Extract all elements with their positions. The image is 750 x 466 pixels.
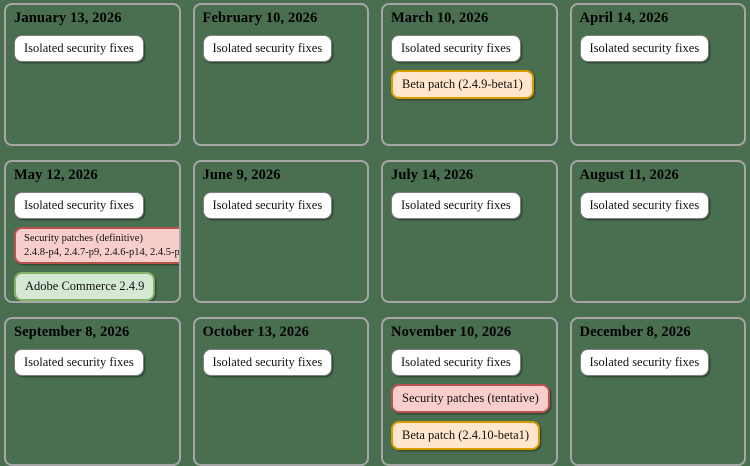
month-title: July 14, 2026 [391, 167, 474, 183]
badge-isolated-security-fixes: Isolated security fixes [391, 192, 521, 219]
badge-isolated-security-fixes: Isolated security fixes [202, 35, 333, 62]
badge-label: Adobe Commerce 2.4.9 [25, 279, 145, 293]
badge-isolated-security-fixes: Isolated security fixes [202, 192, 333, 219]
month-card-september: September 8, 2026 Isolated security fixe… [4, 317, 181, 466]
badge-security-patches-definitive: Security patches (definitive) 2.4.8-p4, … [14, 227, 181, 264]
badge-isolated-security-fixes: Isolated security fixes [202, 349, 333, 376]
badge-label: Isolated security fixes [212, 198, 323, 212]
month-title: March 10, 2026 [391, 10, 489, 26]
month-title: February 10, 2026 [202, 10, 318, 26]
badge-label: Isolated security fixes [401, 198, 511, 212]
badge-label: Isolated security fixes [589, 198, 700, 212]
month-title: September 8, 2026 [14, 324, 130, 340]
badge-label: Isolated security fixes [401, 41, 511, 55]
badge-beta-patch: Beta patch (2.4.9-beta1) [391, 70, 534, 99]
badge-adobe-commerce-release: Adobe Commerce 2.4.9 [14, 272, 156, 301]
badge-isolated-security-fixes: Isolated security fixes [14, 35, 144, 62]
month-card-may: May 12, 2026 Isolated security fixes Sec… [4, 160, 181, 303]
month-title: December 8, 2026 [579, 324, 691, 340]
badge-label: Isolated security fixes [212, 355, 323, 369]
month-card-april: April 14, 2026 Isolated security fixes [569, 3, 746, 146]
badge-isolated-security-fixes: Isolated security fixes [14, 192, 144, 219]
badge-label: Isolated security fixes [401, 355, 511, 369]
month-title: June 9, 2026 [202, 167, 281, 183]
month-title: November 10, 2026 [391, 324, 512, 340]
month-card-august: August 11, 2026 Isolated security fixes [569, 160, 746, 303]
month-card-november: November 10, 2026 Isolated security fixe… [381, 317, 558, 466]
badge-label: Isolated security fixes [24, 355, 134, 369]
badge-isolated-security-fixes: Isolated security fixes [579, 349, 710, 376]
badge-label: Isolated security fixes [212, 41, 323, 55]
badge-security-patches-tentative: Security patches (tentative) [391, 384, 550, 413]
month-card-january: January 13, 2026 Isolated security fixes [4, 3, 181, 146]
badge-line: Security patches (definitive) [24, 233, 143, 244]
badge-isolated-security-fixes: Isolated security fixes [14, 349, 144, 376]
month-title: May 12, 2026 [14, 167, 98, 183]
badge-beta-patch: Beta patch (2.4.10-beta1) [391, 421, 541, 450]
month-card-june: June 9, 2026 Isolated security fixes [192, 160, 369, 303]
badge-line: 2.4.8-p4, 2.4.7-p9, 2.4.6-p14, 2.4.5-p16 [24, 246, 181, 258]
month-title: January 13, 2026 [14, 10, 122, 26]
badge-label: Beta patch (2.4.9-beta1) [402, 77, 523, 91]
badge-isolated-security-fixes: Isolated security fixes [579, 35, 710, 62]
badge-label: Isolated security fixes [24, 41, 134, 55]
badge-label: Isolated security fixes [589, 355, 700, 369]
badge-label: Isolated security fixes [24, 198, 134, 212]
badge-label: Beta patch (2.4.10-beta1) [402, 428, 530, 442]
month-title: August 11, 2026 [579, 167, 679, 183]
month-card-october: October 13, 2026 Isolated security fixes [192, 317, 369, 466]
month-card-december: December 8, 2026 Isolated security fixes [569, 317, 746, 466]
badge-isolated-security-fixes: Isolated security fixes [391, 35, 521, 62]
badge-label: Isolated security fixes [589, 41, 700, 55]
month-card-march: March 10, 2026 Isolated security fixes B… [381, 3, 558, 146]
month-card-july: July 14, 2026 Isolated security fixes [381, 160, 558, 303]
month-title: April 14, 2026 [579, 10, 669, 26]
month-title: October 13, 2026 [202, 324, 309, 340]
badge-label: Security patches (tentative) [402, 391, 539, 405]
badge-isolated-security-fixes: Isolated security fixes [391, 349, 521, 376]
badge-isolated-security-fixes: Isolated security fixes [579, 192, 710, 219]
month-card-february: February 10, 2026 Isolated security fixe… [192, 3, 369, 146]
